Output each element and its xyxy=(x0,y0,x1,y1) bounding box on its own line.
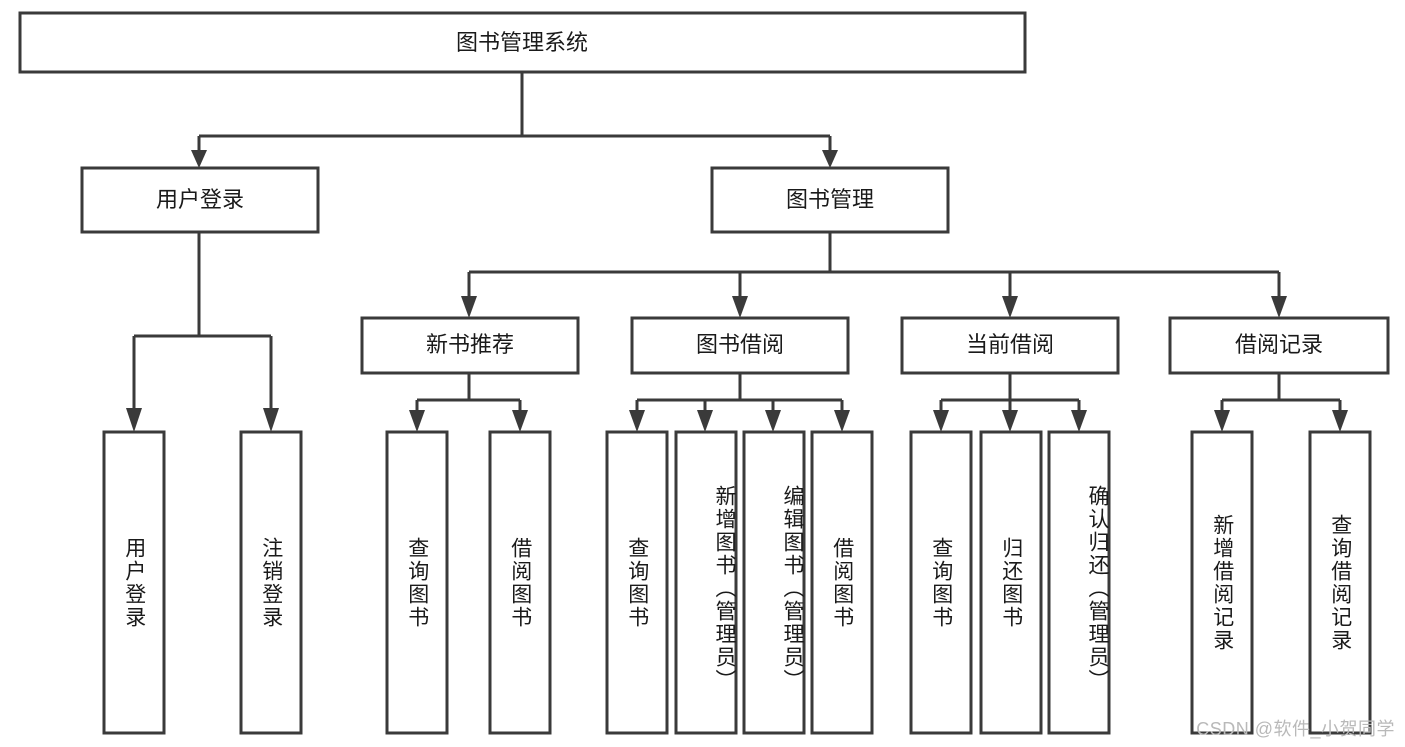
edge-group-book-manage xyxy=(461,232,1287,318)
arrow-borrow-leaf-4 xyxy=(834,410,850,432)
node-root-box[interactable] xyxy=(18,11,1027,74)
leaf-box-borrow-record-1[interactable] xyxy=(1190,430,1254,735)
node-new-book-label: 新书推荐 xyxy=(426,332,514,357)
leaf-box-current-borrow-3[interactable] xyxy=(1047,430,1111,735)
edge-group-root xyxy=(191,72,838,168)
edge-group-borrow-record xyxy=(1214,373,1348,432)
leaf-box-borrow-record-2[interactable] xyxy=(1308,430,1372,735)
arrow-record-leaf-1 xyxy=(1214,410,1230,432)
arrow-record-leaf-2 xyxy=(1332,410,1348,432)
node-book-borrow-box[interactable] xyxy=(630,316,850,375)
arrow-manage-to-current xyxy=(1002,296,1018,318)
node-current-borrow-label: 当前借阅 xyxy=(966,332,1054,357)
node-book-borrow-label: 图书借阅 xyxy=(696,332,784,357)
node-root-label: 图书管理系统 xyxy=(456,30,588,55)
arrow-newbook-leaf-1 xyxy=(409,410,425,432)
arrow-root-to-login xyxy=(191,150,207,168)
leaf-box-book-borrow-1[interactable] xyxy=(605,430,669,735)
leaf-box-book-borrow-4[interactable] xyxy=(810,430,874,735)
node-borrow-record-box[interactable] xyxy=(1168,316,1390,375)
edge-group-user-login xyxy=(126,232,279,432)
leaf-box-book-borrow-2[interactable] xyxy=(674,430,738,735)
arrow-manage-to-record xyxy=(1271,296,1287,318)
arrow-newbook-leaf-2 xyxy=(512,410,528,432)
arrow-root-to-manage xyxy=(822,150,838,168)
edge-group-current-borrow xyxy=(933,373,1087,432)
node-new-book-box[interactable] xyxy=(360,316,580,375)
node-user-login-label: 用户登录 xyxy=(156,187,244,212)
arrow-current-leaf-3 xyxy=(1071,410,1087,432)
arrow-login-leaf-2 xyxy=(263,408,279,432)
edge-group-book-borrow xyxy=(629,373,850,432)
leaf-box-book-borrow-3[interactable] xyxy=(742,430,806,735)
node-borrow-record-label: 借阅记录 xyxy=(1235,332,1323,357)
node-book-manage-label: 图书管理 xyxy=(786,187,874,212)
node-book-manage-box[interactable] xyxy=(710,166,950,234)
arrow-borrow-leaf-2 xyxy=(697,410,713,432)
csdn-watermark: CSDN @软件_小贺同学 xyxy=(1196,719,1395,739)
arrow-current-leaf-1 xyxy=(933,410,949,432)
arrow-login-leaf-1 xyxy=(126,408,142,432)
arrow-borrow-leaf-3 xyxy=(765,410,781,432)
edge-group-new-book xyxy=(409,373,528,432)
leaf-box-current-borrow-2[interactable] xyxy=(979,430,1043,735)
leaf-box-current-borrow-1[interactable] xyxy=(909,430,973,735)
leaf-box-user-login-2[interactable] xyxy=(239,430,303,735)
leaf-box-new-book-1[interactable] xyxy=(385,430,449,735)
arrow-manage-to-newbook xyxy=(461,296,477,318)
leaf-box-user-login-1[interactable] xyxy=(102,430,166,735)
leaf-box-new-book-2[interactable] xyxy=(488,430,552,735)
arrow-manage-to-borrow xyxy=(732,296,748,318)
arrow-current-leaf-2 xyxy=(1002,410,1018,432)
node-current-borrow-box[interactable] xyxy=(900,316,1120,375)
node-user-login-box[interactable] xyxy=(80,166,320,234)
arrow-borrow-leaf-1 xyxy=(629,410,645,432)
